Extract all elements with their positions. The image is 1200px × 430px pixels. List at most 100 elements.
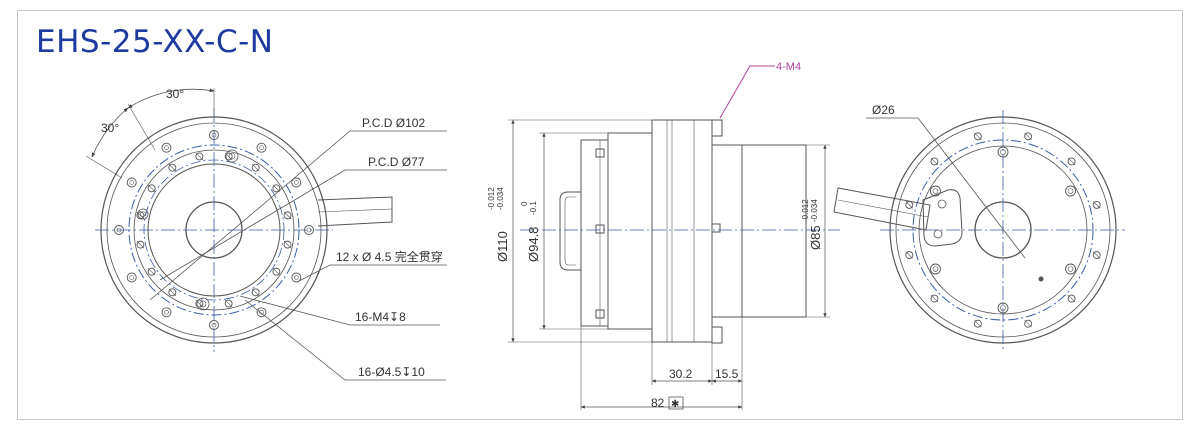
inner-hole-cross (272, 267, 281, 276)
back-hole-cross (1067, 157, 1076, 166)
dia-94-tol-lower: -0.1 (529, 201, 538, 215)
back-hole-cross (974, 132, 982, 141)
angle-top-label: 30° (166, 87, 184, 101)
outer-hole (291, 272, 302, 283)
back-screw-inner (932, 188, 939, 194)
inner-hole-cross (224, 299, 233, 308)
back-screws (930, 146, 1076, 314)
right-housing (711, 144, 743, 318)
back-screw-inner (932, 266, 939, 272)
inner-hole (136, 240, 145, 249)
back-view (833, 110, 1125, 350)
back-screw-inner (1000, 149, 1006, 155)
back-hole (905, 200, 914, 209)
outer-hole (126, 272, 137, 283)
back-hole (1067, 294, 1076, 303)
through-holes-label: 12 x Ø 4.5 完全贯穿 (336, 249, 443, 264)
outer-hole-inner (129, 180, 135, 185)
left-housing (607, 132, 653, 330)
outer-hole (304, 225, 314, 235)
back-hole-cross (1024, 132, 1032, 141)
outer-hole (209, 320, 219, 330)
dim-82-label: 82 (651, 396, 665, 410)
outer-hole (209, 130, 219, 140)
inner-hole-cross (136, 240, 145, 249)
dim-30-label: 30.2 (669, 367, 693, 381)
inner-hole-cross (147, 184, 156, 193)
pcd-102-label: P.C.D Ø102 (362, 116, 425, 130)
dia-94-tol-upper: 0 (520, 201, 529, 206)
back-hole (905, 251, 914, 260)
inner-hole (195, 152, 204, 161)
dia-26-label: Ø26 (872, 103, 895, 117)
outer-hole-inner (211, 132, 217, 138)
outer-hole-inner (164, 145, 169, 151)
back-hole (1067, 157, 1076, 166)
main-flange (651, 119, 713, 343)
outer-hole-inner (211, 322, 217, 328)
back-hole-cross (905, 201, 914, 209)
inner-hole-cross (251, 288, 260, 297)
back-hole (1092, 251, 1101, 260)
outer-hole-inner (293, 180, 299, 185)
back-screw (930, 263, 941, 275)
outer-hole (256, 142, 267, 153)
back-screw (997, 146, 1009, 158)
dia-110-label: Ø110 (495, 231, 510, 262)
inner-hole-cross (168, 163, 177, 172)
back-hole-cross (1067, 294, 1076, 303)
dia-110-tol-lower: -0.034 (496, 187, 505, 210)
outer-hole-inner (129, 275, 135, 280)
back-hole (973, 132, 982, 141)
angle-left-label: 30° (101, 121, 119, 135)
back-hole-cross (1024, 319, 1032, 328)
inner-hole-cross (195, 152, 204, 161)
inner-hole (224, 152, 233, 161)
back-hole (1092, 200, 1101, 209)
inner-hole (147, 184, 156, 193)
page-title: EHS-25-XX-C-N (36, 24, 274, 60)
inner-hole (251, 163, 260, 172)
outer-holes (114, 130, 314, 330)
dia-85-tol-upper: -0.012 (801, 199, 810, 222)
front-view (85, 88, 447, 381)
outer-hole (256, 307, 267, 318)
back-hole-cross (930, 294, 939, 303)
back-hole (1024, 132, 1033, 141)
side-view (508, 119, 840, 410)
back-screw (930, 185, 941, 197)
inner-hole-cross (147, 267, 156, 276)
back-screw (1065, 185, 1076, 197)
back-hole-cross (974, 319, 982, 328)
connector (559, 191, 581, 271)
outer-hole-inner (164, 309, 169, 315)
inner-hole (283, 240, 292, 249)
back-screw (997, 302, 1009, 314)
dia-85-tol-lower: -0.034 (810, 199, 819, 222)
outer-hole-inner (259, 309, 264, 315)
inner-hole-cross (195, 299, 204, 308)
outer-hole (291, 177, 302, 188)
back-hole (973, 319, 982, 328)
dim-15-label: 15.5 (715, 367, 739, 381)
drawing-frame (17, 10, 1183, 420)
back-hole (1024, 319, 1033, 328)
back-cable (833, 187, 931, 231)
pcd-77-label: P.C.D Ø77 (368, 155, 425, 169)
m4-callout-label: 4-M4 (776, 61, 801, 73)
inner-hole (147, 267, 156, 276)
m4-callout-leader (719, 65, 775, 119)
dia-94-label: Ø94.8 (526, 227, 541, 262)
inner-hole (136, 211, 145, 220)
back-screw (1065, 263, 1076, 275)
back-hole (930, 157, 939, 166)
inner-hole-cross (283, 240, 292, 249)
outer-hole-inner (116, 227, 122, 233)
back-connector (922, 189, 963, 247)
outer-hole (114, 225, 124, 235)
inner-hole (168, 163, 177, 172)
counterbore-holes-label: 16-Ø4.5↧10 (358, 365, 425, 379)
dia-110-tol-upper: -0.012 (487, 187, 496, 210)
outer-hole-inner (259, 145, 264, 151)
back-hole (930, 294, 939, 303)
